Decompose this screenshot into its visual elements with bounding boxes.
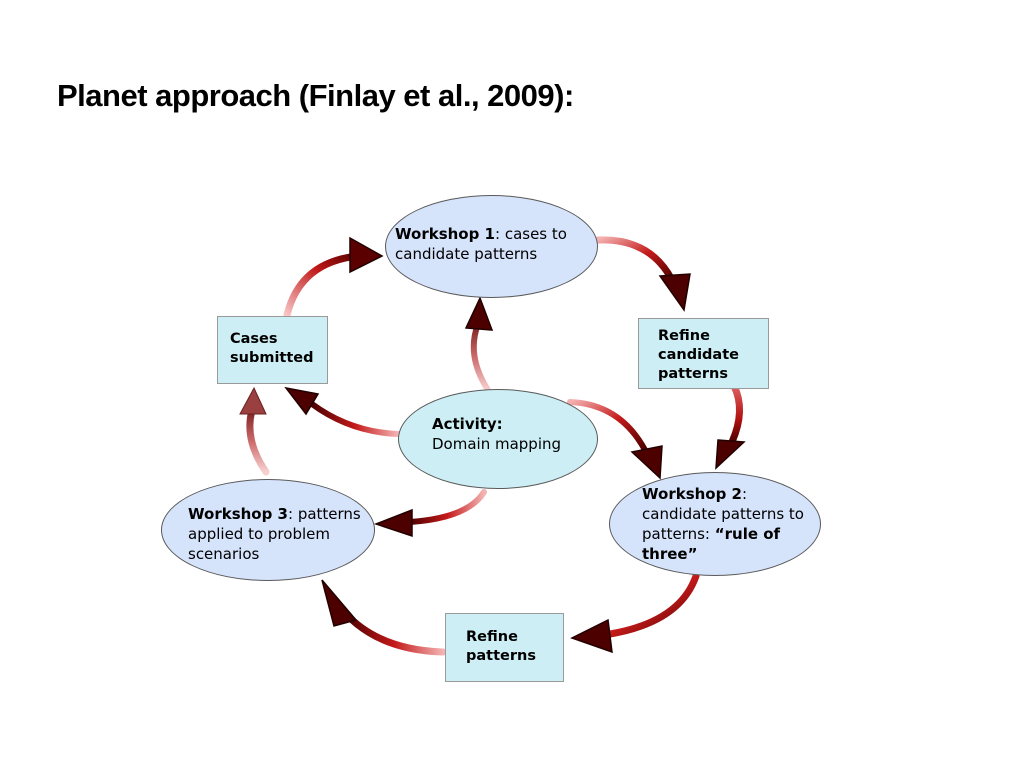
refine-candidate-patterns-box: Refine candidate patterns xyxy=(638,318,769,389)
workshop-3-text: : patterns applied to problem scenarios xyxy=(188,505,361,563)
workshop-1-node: Workshop 1: cases to candidate patterns xyxy=(385,195,598,298)
arrow-refine-candidate-to-workshop2 xyxy=(715,382,746,470)
activity-node: Activity: Domain mapping xyxy=(398,389,598,489)
arrow-workshop2-to-refine-patterns xyxy=(570,572,700,654)
arrow-activity-to-workshop3 xyxy=(373,489,487,538)
workshop-3-node: Workshop 3: patterns applied to problem … xyxy=(161,479,375,581)
activity-text: Domain mapping xyxy=(432,435,562,453)
workshop-2-rule: “rule of three” xyxy=(642,525,781,563)
refine-patterns-label: Refine patterns xyxy=(466,629,536,664)
arrow-workshop1-to-refine-candidate xyxy=(594,236,691,312)
workshop-1-text: : cases to candidate patterns xyxy=(395,225,567,263)
refine-patterns-box: Refine patterns xyxy=(445,613,564,682)
activity-label: Activity: xyxy=(432,415,503,433)
arrow-activity-to-workshop1 xyxy=(464,296,494,393)
cases-submitted-box: Cases submitted xyxy=(217,316,328,384)
workshop-2-label: Workshop 2 xyxy=(642,485,742,503)
workshop-1-label: Workshop 1 xyxy=(395,225,495,243)
arrow-activity-to-cases xyxy=(284,386,401,437)
workshop-2-text: : candidate patterns to patterns: xyxy=(642,485,804,543)
cases-submitted-label: Cases submitted xyxy=(230,331,314,366)
arrow-workshop3-to-cases xyxy=(239,386,270,476)
refine-candidate-patterns-label: Refine candidate patterns xyxy=(658,328,739,382)
arrow-activity-to-workshop2 xyxy=(567,399,663,480)
page-title: Planet approach (Finlay et al., 2009): xyxy=(57,78,574,113)
arrow-cases-to-workshop1 xyxy=(283,236,384,319)
arrow-refine-patterns-to-workshop3 xyxy=(321,579,447,656)
workshop-3-label: Workshop 3 xyxy=(188,505,288,523)
workshop-2-node: Workshop 2: candidate patterns to patter… xyxy=(609,472,821,576)
